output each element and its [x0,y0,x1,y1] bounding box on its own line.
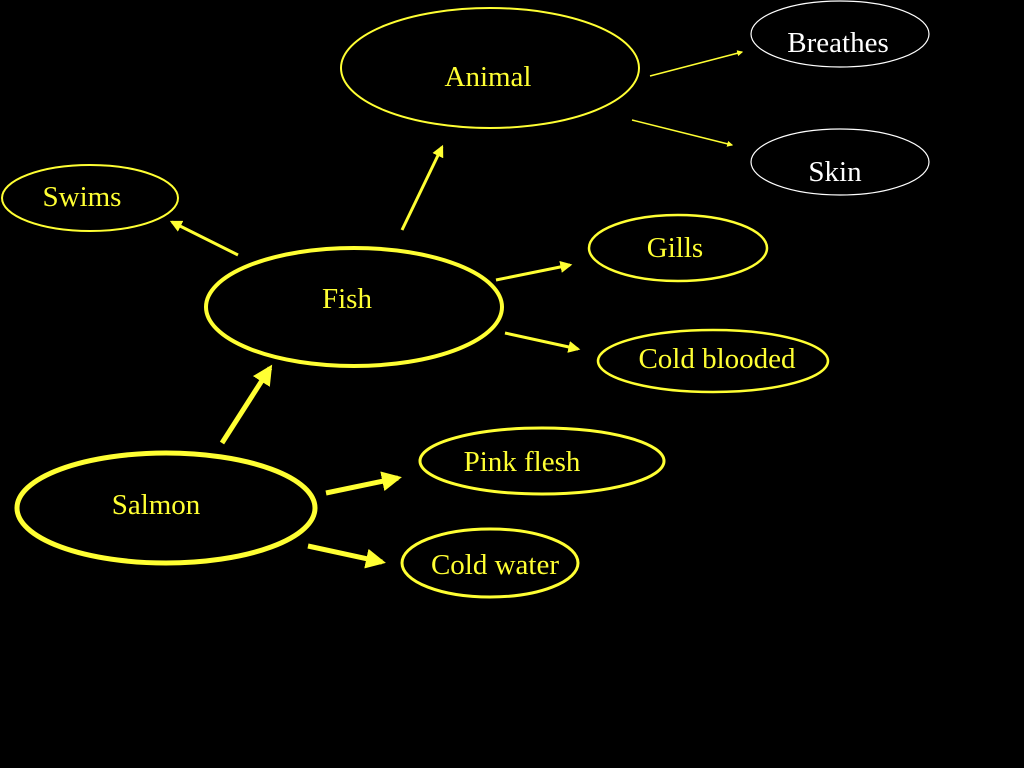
arrow-salmon-to-fish [219,364,273,445]
node-fish-ellipse [204,246,504,368]
node-skin-ellipse [750,128,930,196]
node-cold-blooded: Cold blooded [596,328,830,394]
node-salmon-label: Salmon [112,489,201,521]
arrow-fish-to-cold-blooded [504,331,581,353]
arrow-fish-to-swims [169,220,239,257]
node-swims-label: Swims [43,181,122,213]
node-animal-label: Animal [445,61,532,93]
arrow-salmon-to-cold-water [307,543,386,569]
node-gills-ellipse [587,213,769,283]
node-fish: Fish [204,246,504,368]
node-pink-flesh-ellipse [418,426,666,496]
connectors [169,50,744,569]
node-pink-flesh: Pink flesh [418,426,666,496]
node-animal-ellipse [340,7,640,129]
node-fish-label: Fish [322,283,372,315]
node-cold-water: Cold water [400,527,580,599]
node-cold-water-ellipse [400,527,580,599]
node-animal: Animal [340,7,640,129]
arrow-animal-to-breathes [649,50,744,77]
node-swims-ellipse [1,164,179,232]
node-gills-label: Gills [647,232,703,264]
node-salmon: Salmon [14,450,318,566]
node-skin-label: Skin [808,156,862,188]
node-pink-flesh-label: Pink flesh [464,446,581,478]
node-breathes-ellipse [750,0,930,68]
arrow-animal-to-skin [631,119,734,147]
arrow-fish-to-animal [400,144,444,231]
node-gills: Gills [587,213,769,283]
node-cold-water-label: Cold water [431,549,559,581]
node-skin: Skin [750,128,930,196]
node-breathes: Breathes [750,0,930,68]
arrow-fish-to-gills [495,261,573,282]
node-cold-blooded-ellipse [596,328,830,394]
node-cold-blooded-label: Cold blooded [638,343,796,375]
arrow-salmon-to-pink-flesh [325,471,402,496]
node-swims: Swims [1,164,179,232]
node-breathes-label: Breathes [787,27,888,59]
node-salmon-ellipse [14,450,318,566]
